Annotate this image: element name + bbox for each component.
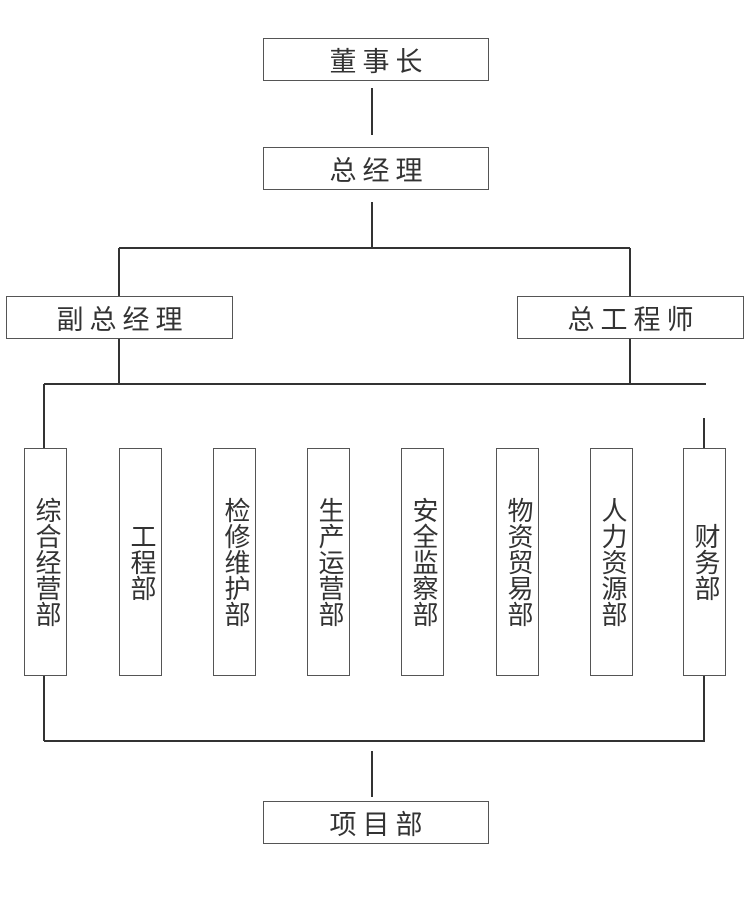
dept-finance: 财务部: [683, 448, 726, 676]
dept-general-operations: 综合经营部: [24, 448, 67, 676]
node-deputy-general-manager: 副总经理: [6, 296, 233, 339]
node-project-department: 项目部: [263, 801, 489, 844]
node-general-manager: 总经理: [263, 147, 489, 190]
dept-engineering: 工程部: [119, 448, 162, 676]
dept-production-operations: 生产运营部: [307, 448, 350, 676]
node-chief-engineer: 总工程师: [517, 296, 744, 339]
dept-materials-trade: 物资贸易部: [496, 448, 539, 676]
dept-human-resources: 人力资源部: [590, 448, 633, 676]
dept-safety-supervision: 安全监察部: [401, 448, 444, 676]
dept-maintenance: 检修维护部: [213, 448, 256, 676]
node-chairman: 董事长: [263, 38, 489, 81]
